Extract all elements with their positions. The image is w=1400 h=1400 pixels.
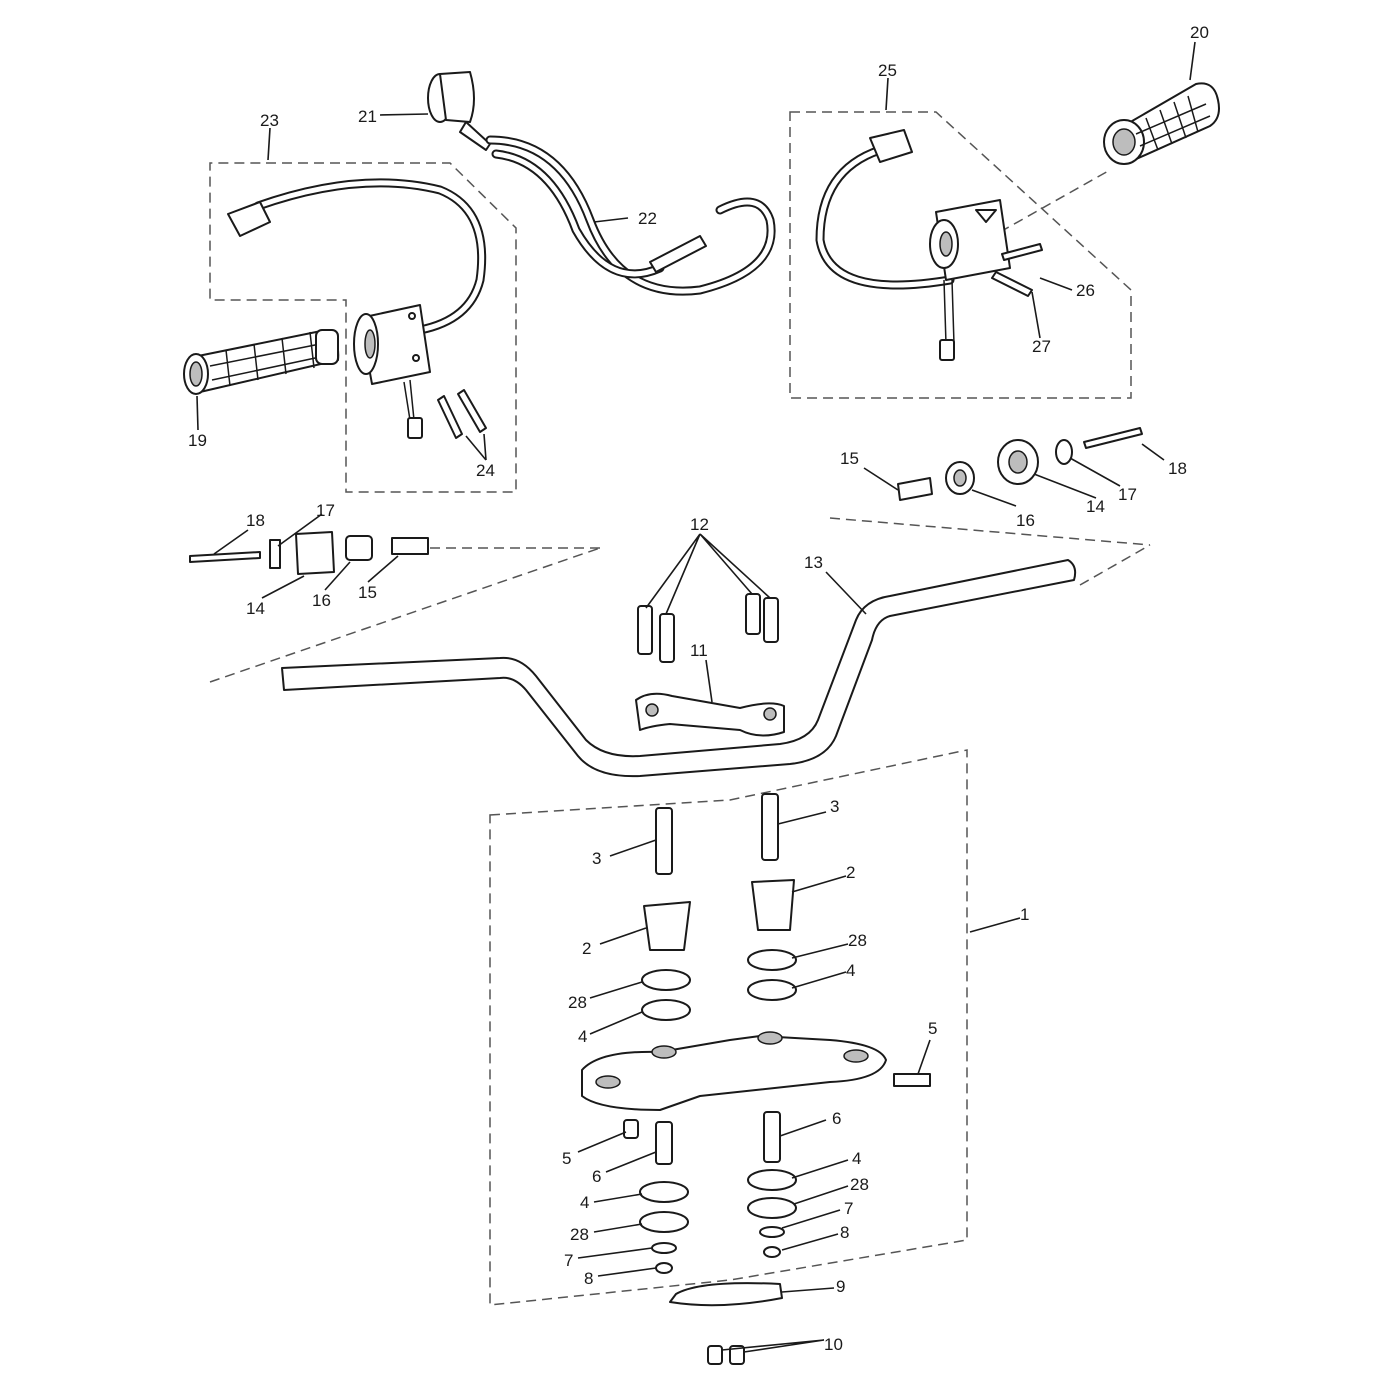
callout-28-lower-right: 28 bbox=[850, 1175, 869, 1194]
callout-27: 27 bbox=[1032, 337, 1051, 356]
callout-20: 20 bbox=[1190, 23, 1209, 42]
callout-5-right: 5 bbox=[928, 1019, 937, 1038]
callout-16-right: 16 bbox=[1016, 511, 1035, 530]
screws-10 bbox=[707, 1345, 745, 1365]
group-outline-1 bbox=[489, 749, 968, 1306]
yoke-bolt-5 bbox=[623, 1073, 931, 1139]
spacers-6 bbox=[655, 1111, 781, 1165]
callout-2-left: 2 bbox=[582, 939, 591, 958]
callout-4-lower-left: 4 bbox=[580, 1193, 589, 1212]
callout-7-right: 7 bbox=[844, 1199, 853, 1218]
callout-14-right: 14 bbox=[1086, 497, 1105, 516]
callout-6-right: 6 bbox=[832, 1109, 841, 1128]
callout-18-right: 18 bbox=[1168, 459, 1187, 478]
callout-28-lower-left: 28 bbox=[570, 1225, 589, 1244]
callout-23: 23 bbox=[260, 111, 279, 130]
callout-11: 11 bbox=[690, 641, 708, 660]
bushings-lower bbox=[639, 1169, 797, 1274]
callout-19: 19 bbox=[188, 431, 207, 450]
right-switch-cube bbox=[815, 129, 1011, 361]
callout-9: 9 bbox=[836, 1277, 845, 1296]
left-switch-cube bbox=[227, 178, 487, 439]
bushings-28-4-upper bbox=[641, 949, 797, 1021]
callout-15-left: 15 bbox=[358, 583, 377, 602]
callout-17-left: 17 bbox=[316, 501, 335, 520]
screws-24 bbox=[437, 389, 487, 439]
left-grip bbox=[183, 329, 340, 395]
handlebar bbox=[281, 559, 1077, 778]
callout-18-left: 18 bbox=[246, 511, 265, 530]
callout-24: 24 bbox=[476, 461, 495, 480]
bar-end-left bbox=[189, 531, 429, 575]
callout-4-upper-left: 4 bbox=[578, 1027, 587, 1046]
callout-28-upper-left: 28 bbox=[568, 993, 587, 1012]
callout-1: 1 bbox=[1020, 905, 1029, 924]
group-outline-23 bbox=[209, 162, 517, 493]
stem-bolts-3 bbox=[655, 793, 779, 875]
group-outline-25 bbox=[789, 111, 1132, 399]
harness-22 bbox=[485, 135, 776, 296]
callout-26: 26 bbox=[1076, 281, 1095, 300]
callout-3-right: 3 bbox=[830, 797, 839, 816]
callout-25: 25 bbox=[878, 61, 897, 80]
screws-26-27 bbox=[991, 243, 1043, 297]
switch-21 bbox=[427, 71, 491, 151]
callout-7-left: 7 bbox=[564, 1251, 573, 1270]
bar-end-right bbox=[897, 427, 1143, 501]
right-grip bbox=[1103, 82, 1220, 165]
callout-28-upper-right: 28 bbox=[848, 931, 867, 950]
top-clamp bbox=[635, 692, 785, 737]
callout-22: 22 bbox=[638, 209, 657, 228]
plate-9 bbox=[669, 1282, 783, 1307]
yoke bbox=[581, 1031, 887, 1111]
callout-16-left: 16 bbox=[312, 591, 331, 610]
alignment-guides bbox=[209, 169, 1151, 683]
screws-12 bbox=[637, 593, 779, 663]
callout-8-right: 8 bbox=[840, 1223, 849, 1242]
callout-8-left: 8 bbox=[584, 1269, 593, 1288]
callout-6-left: 6 bbox=[592, 1167, 601, 1186]
callout-10: 10 bbox=[824, 1335, 843, 1354]
callout-5-left: 5 bbox=[562, 1149, 571, 1168]
callout-3-left: 3 bbox=[592, 849, 601, 868]
callout-4-upper-right: 4 bbox=[846, 961, 855, 980]
callout-4-lower-right: 4 bbox=[852, 1149, 861, 1168]
leader-lines bbox=[196, 41, 1196, 1353]
callout-15-right: 15 bbox=[840, 449, 859, 468]
callout-17-right: 17 bbox=[1118, 485, 1137, 504]
callout-21: 21 bbox=[358, 107, 377, 126]
callout-12: 12 bbox=[690, 515, 709, 534]
callout-14-left: 14 bbox=[246, 599, 265, 618]
callout-2-right: 2 bbox=[846, 863, 855, 882]
risers-2 bbox=[643, 879, 795, 951]
callout-labels: 20 21 22 23 25 26 27 19 24 15 16 14 17 1… bbox=[188, 23, 1209, 1354]
callout-13: 13 bbox=[804, 553, 823, 572]
